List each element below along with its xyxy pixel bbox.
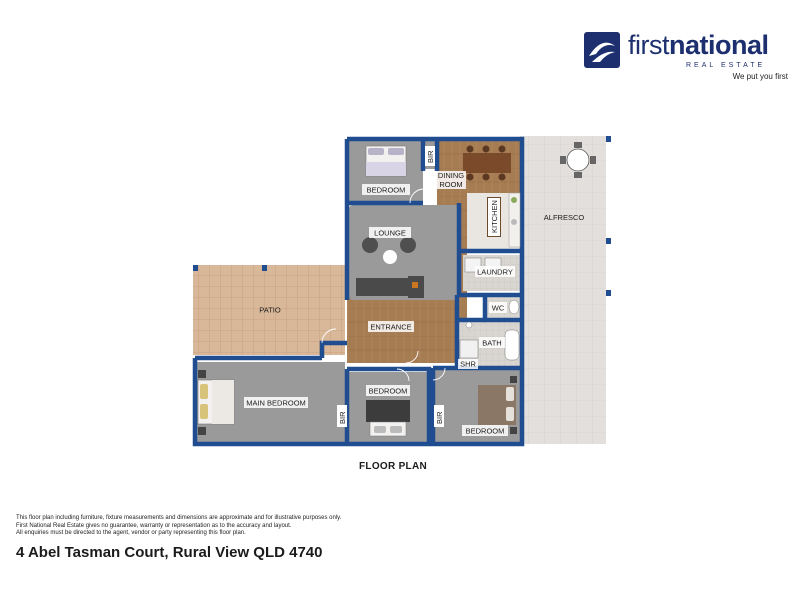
alfresco-table-icon: [560, 142, 596, 178]
room-label-bath: BATH: [482, 339, 501, 348]
room-label-laundry: LAUNDRY: [477, 268, 513, 277]
brand-tagline: We put you first: [732, 72, 788, 81]
room-label-bir-mid: BIR: [435, 411, 444, 424]
main-bed-icon: [197, 370, 235, 435]
plan-title: FLOOR PLAN: [359, 461, 427, 472]
room-label-patio: PATIO: [259, 306, 281, 315]
room-label-main-bedroom: MAIN BEDROOM: [246, 399, 306, 408]
room-label-wc: WC: [492, 304, 505, 313]
disclaimer: This floor plan including furniture, fix…: [16, 515, 476, 538]
room-label-alfresco: ALFRESCO: [544, 213, 585, 222]
room-label-lounge: LOUNGE: [374, 229, 406, 238]
room-label-bedroom-right: BEDROOM: [466, 427, 505, 436]
room-label-bir-top: BIR: [426, 150, 435, 163]
first-national-emblem-icon: [584, 32, 620, 68]
alfresco-surface: [520, 136, 606, 444]
room-label-kitchen: KITCHEN: [490, 200, 499, 233]
room-label-bedroom-top: BEDROOM: [367, 186, 406, 195]
disclaimer-line: First National Real Estate gives no guar…: [16, 522, 292, 529]
room-label-entrance: ENTRANCE: [370, 323, 411, 332]
room-labels: BEDROOM BIR DINING ROOM KITCHEN ALFRESCO…: [244, 146, 584, 436]
brand-name-bold: national: [669, 30, 769, 60]
room-label-dining-line1: DINING: [438, 171, 464, 180]
floor-plan: BEDROOM BIR DINING ROOM KITCHEN ALFRESCO…: [192, 136, 611, 447]
property-address: 4 Abel Tasman Court, Rural View QLD 4740: [16, 544, 323, 561]
walls: [192, 136, 525, 447]
posts: [193, 136, 611, 296]
wc-fixture-icon: [508, 299, 520, 315]
brand-name: firstnational: [628, 28, 769, 62]
bath-fixtures-icon: [459, 321, 520, 361]
brand-logo: firstnational REAL ESTATE: [584, 28, 790, 84]
dining-table-icon: [463, 145, 511, 181]
brand-name-light: first: [628, 30, 670, 60]
disclaimer-line: This floor plan including furniture, fix…: [16, 515, 342, 521]
bed-top-icon: [365, 145, 407, 177]
room-label-bir-main: BIR: [338, 411, 347, 424]
bed-right-icon: [478, 376, 517, 434]
room-label-dining-line2: ROOM: [439, 180, 462, 189]
door-swings: [321, 188, 446, 382]
disclaimer-line: All enquiries must be directed to the ag…: [16, 530, 246, 537]
patio-surface: [193, 265, 345, 355]
brand-subtitle: REAL ESTATE: [686, 62, 766, 69]
room-label-shr: SHR: [460, 360, 476, 369]
bed-mid-icon: [366, 400, 410, 437]
lounge-furniture-icon: [356, 237, 424, 298]
room-label-bedroom-mid: BEDROOM: [369, 387, 408, 396]
